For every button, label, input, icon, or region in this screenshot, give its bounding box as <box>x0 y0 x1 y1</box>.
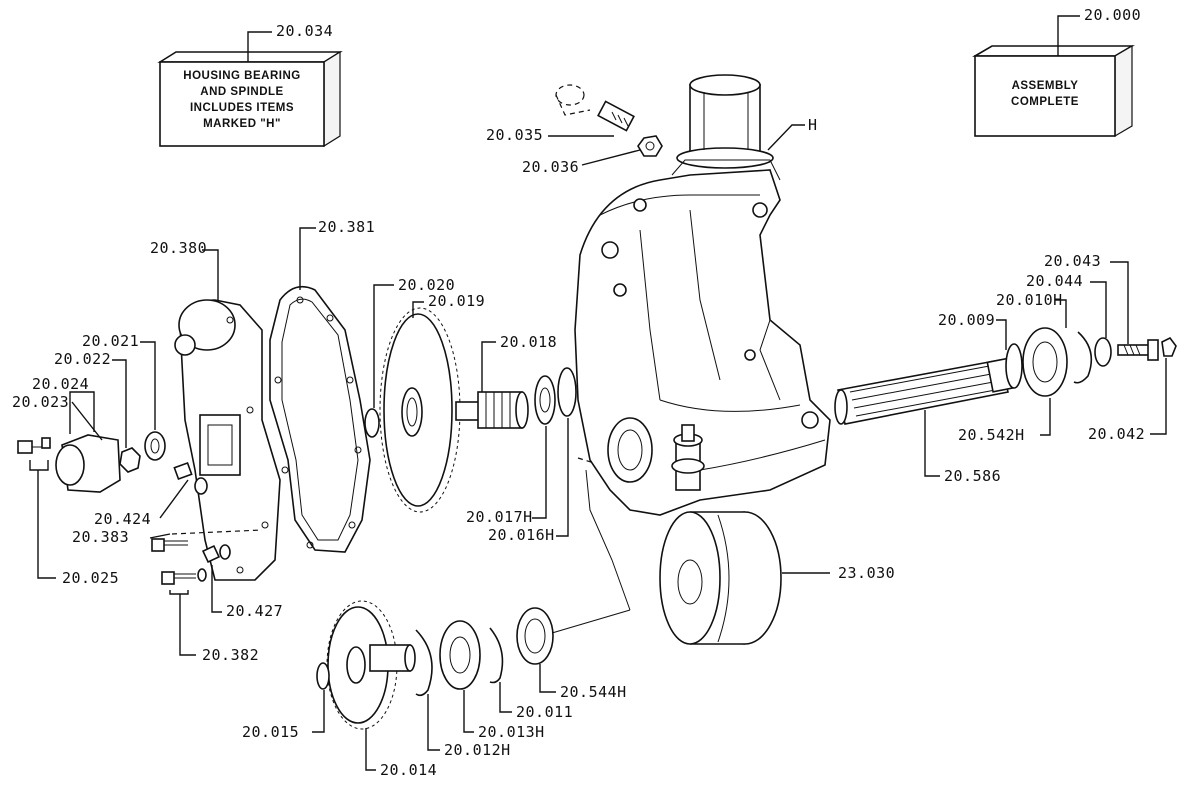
thrust-washer <box>364 408 380 438</box>
label-20382: 20.382 <box>202 646 260 664</box>
oil-seal <box>144 431 166 461</box>
lower-gear <box>326 600 416 730</box>
label-20025: 20.025 <box>62 569 120 587</box>
label-20424: 20.424 <box>94 510 152 528</box>
main-housing <box>574 74 831 516</box>
label-20036: 20.036 <box>522 158 580 176</box>
cap-bolts <box>17 437 51 454</box>
label-20381: 20.381 <box>318 218 376 236</box>
shaft-spacer <box>1005 343 1023 389</box>
label-23030: 23.030 <box>838 564 896 582</box>
drain-plugs <box>173 461 208 495</box>
housing-code-label: 20.034 <box>276 22 334 40</box>
drive-roller <box>659 511 782 645</box>
gear-bearing <box>439 620 481 690</box>
pinion-shaft <box>455 391 529 429</box>
snap-ring <box>1073 331 1093 384</box>
pinion-bearing <box>534 375 556 425</box>
output-shaft <box>834 357 1016 425</box>
cover-bolts <box>151 538 207 585</box>
label-20015: 20.015 <box>242 723 300 741</box>
bearing-retainer <box>516 607 554 665</box>
end-cover <box>174 299 281 581</box>
label-H: H <box>808 116 818 134</box>
label-20010H: 20.010H <box>996 291 1063 309</box>
label-20019: 20.019 <box>428 292 486 310</box>
shaft-washer <box>1094 337 1112 367</box>
label-20023: 20.023 <box>12 393 70 411</box>
large-gear <box>379 307 461 513</box>
end-cap <box>55 434 121 493</box>
label-20016H: 20.016H <box>488 526 555 544</box>
assembly-note-text: ASSEMBLY COMPLETE <box>1011 80 1079 108</box>
pinion-race <box>557 367 577 417</box>
assembly-note-box <box>972 15 1135 138</box>
bearing-snap-ring <box>489 627 504 684</box>
shaft-bearing <box>1022 327 1068 397</box>
label-20012H: 20.012H <box>444 741 511 759</box>
label-20043: 20.043 <box>1044 252 1102 270</box>
shaft-bolt <box>1117 339 1159 361</box>
label-20017H: 20.017H <box>466 508 533 526</box>
gear-washer <box>316 662 330 690</box>
housing-note-text: HOUSING BEARING AND SPINDLE INCLUDES ITE… <box>183 70 301 130</box>
label-20035: 20.035 <box>486 126 544 144</box>
label-20044: 20.044 <box>1026 272 1084 290</box>
gasket <box>269 285 371 553</box>
adjusting-screw <box>555 84 663 157</box>
label-20542H: 20.542H <box>958 426 1025 444</box>
lock-nut <box>1161 336 1177 357</box>
label-20013H: 20.013H <box>478 723 545 741</box>
label-20009: 20.009 <box>938 311 996 329</box>
hex-nut <box>119 447 141 473</box>
assembly-code-label: 20.000 <box>1084 6 1142 24</box>
label-20021: 20.021 <box>82 332 140 350</box>
label-20022: 20.022 <box>54 350 112 368</box>
label-20014: 20.014 <box>380 761 438 779</box>
label-20383: 20.383 <box>72 528 130 546</box>
label-20042: 20.042 <box>1088 425 1146 443</box>
housing-note-box <box>157 31 343 148</box>
label-20011: 20.011 <box>516 703 574 721</box>
breather-fitting <box>201 544 231 564</box>
label-20586: 20.586 <box>944 467 1002 485</box>
label-20024: 20.024 <box>32 375 90 393</box>
label-20427: 20.427 <box>226 602 284 620</box>
label-20018: 20.018 <box>500 333 558 351</box>
label-20020: 20.020 <box>398 276 456 294</box>
gear-snap-ring <box>415 629 433 697</box>
label-20544H: 20.544H <box>560 683 627 701</box>
label-20380: 20.380 <box>150 239 208 257</box>
